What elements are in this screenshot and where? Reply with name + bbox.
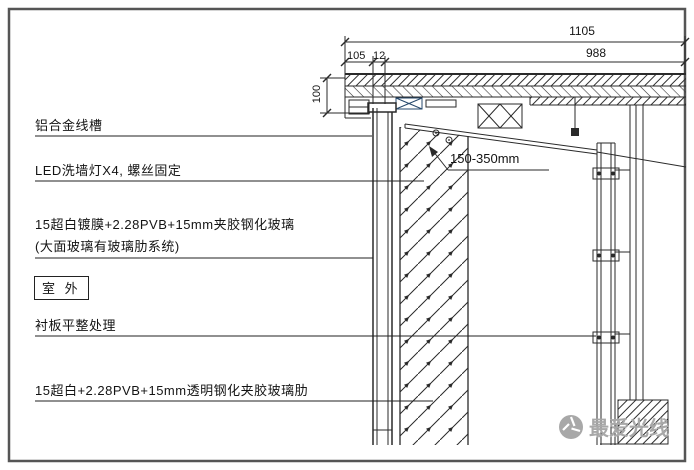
blue-bracket (395, 97, 423, 110)
dim-soffit-range: 150-350mm (450, 151, 520, 166)
watermark-logo-icon (559, 414, 583, 439)
dim-105: 105 (347, 50, 366, 62)
label-glass-rib: 15超白+2.28PVB+15mm透明钢化夹胶玻璃肋 (35, 383, 309, 398)
label-liner-panel: 衬板平整处理 (35, 318, 117, 333)
dim-100: 100 (311, 84, 323, 104)
roof-assembly (344, 73, 687, 168)
label-outdoor: 室 外 (34, 276, 89, 300)
page-border (7, 7, 687, 463)
right-mullion (592, 142, 630, 445)
label-led-light: LED洗墙灯X4, 螺丝固定 (35, 163, 182, 178)
right-wall-edge (600, 105, 669, 445)
glass-panel (367, 102, 397, 445)
leader-lines (35, 135, 596, 402)
label-main-glass-line2: (大面玻璃有玻璃肋系统) (35, 239, 180, 254)
label-main-glass-line1: 15超白镀膜+2.28PVB+15mm夹胶钢化玻璃 (35, 217, 295, 232)
dim-total-1105: 1105 (569, 24, 595, 38)
label-aluminum-trough: 铝合金线槽 (35, 118, 103, 133)
base-block (617, 399, 669, 445)
glass-rib-hatch (399, 127, 469, 445)
dim-988: 988 (586, 46, 607, 60)
dim-12: 12 (373, 50, 386, 62)
watermark-text: 最爱光线 (589, 418, 669, 440)
watermark: 最爱光线 (558, 412, 669, 441)
